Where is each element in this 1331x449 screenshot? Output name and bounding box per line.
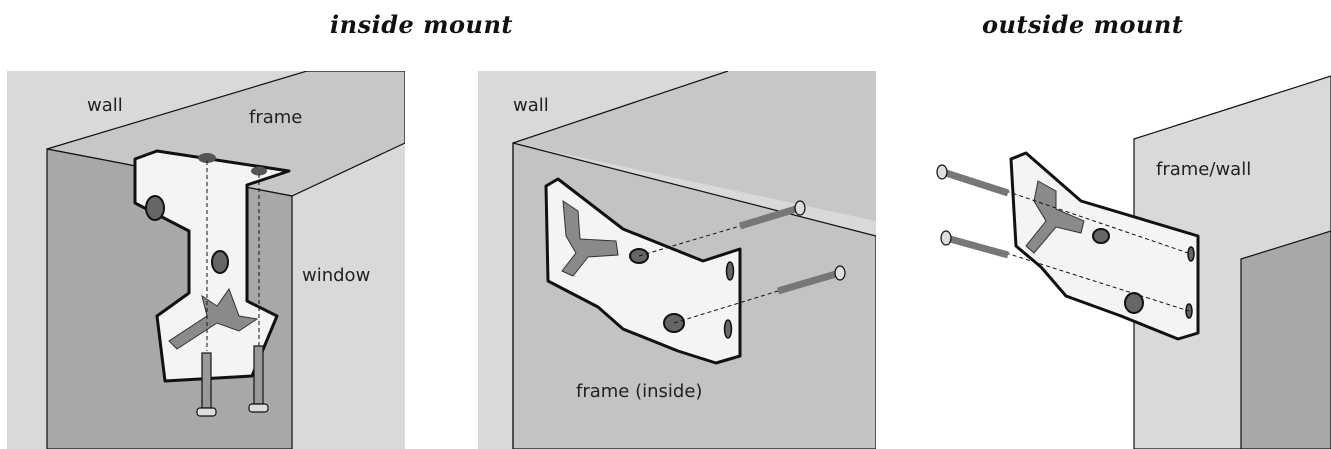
bracket-illustration	[133, 149, 291, 417]
bracket-illustration	[936, 151, 1200, 341]
outside-mount-heading: outside mount	[982, 10, 1184, 39]
wall-label: wall	[513, 95, 549, 116]
frame-label: frame	[249, 107, 302, 128]
window-label: window	[302, 265, 370, 286]
inside-mount-heading: inside mount	[330, 10, 513, 39]
inside-mount-ceiling-panel: wall frame window	[7, 71, 405, 449]
inside-mount-side-panel: wall frame (inside)	[478, 71, 876, 449]
frame-wall-label: frame/wall	[1156, 159, 1251, 180]
outside-mount-panel: frame/wall	[916, 71, 1331, 449]
bracket-illustration	[544, 177, 846, 365]
wall-label: wall	[87, 95, 123, 116]
frame-inside-label: frame (inside)	[576, 381, 702, 402]
